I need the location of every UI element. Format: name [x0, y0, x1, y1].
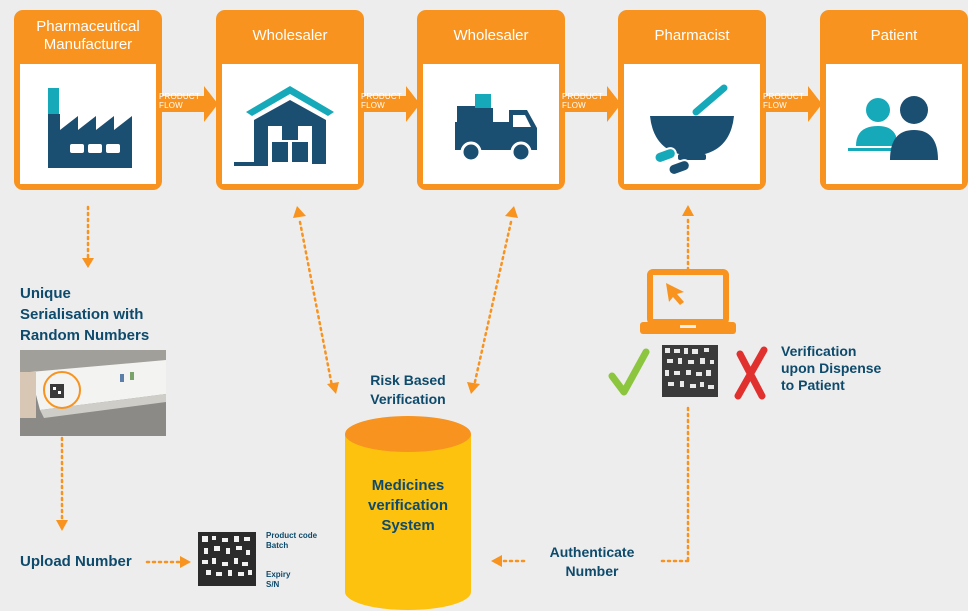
authenticate-number-label: Authenticate Number — [549, 544, 635, 579]
flow-arrow-3 — [563, 86, 621, 122]
wholesaler-title-2: Wholesaler — [453, 27, 529, 44]
wholesaler-warehouse-card: Wholesaler — [216, 10, 364, 190]
datamatrix-code-bottom — [198, 532, 256, 586]
wholesaler-truck-card: Wholesaler — [417, 10, 565, 190]
risk-based-label: Risk Based Verification — [370, 372, 446, 407]
arrowhead-down-2 — [56, 520, 68, 531]
arrowhead-right — [180, 556, 191, 568]
arrowhead-up-2 — [505, 206, 518, 218]
flow-label-2: PRODUCT FLOW — [361, 92, 402, 110]
arrowhead-down-4 — [467, 382, 480, 394]
cursor-icon — [666, 283, 684, 305]
serialisation-label: Unique Serialisation with Random Numbers — [20, 285, 150, 344]
flow-arrow-1 — [160, 86, 218, 122]
patient-consultation-icon — [826, 64, 962, 184]
medicines-database — [345, 416, 471, 610]
flow-arrow-2 — [362, 86, 420, 122]
flow-label-4: PRODUCT FLOW — [763, 92, 804, 110]
code-fields-top: Product code Batch — [266, 531, 318, 550]
code-fields-bottom: Expiry S/N — [266, 570, 291, 589]
manufacturer-card: Pharmaceutical Manufacturer — [14, 10, 162, 190]
arrowhead-up-1 — [293, 206, 306, 218]
arrowhead-left — [491, 555, 502, 567]
arrowhead-down-1 — [82, 258, 94, 268]
serialised-pack-photo — [20, 350, 166, 436]
verification-dispense-label: Verification upon Dispense to Patient — [781, 343, 882, 393]
warehouse-icon — [222, 64, 358, 184]
laptop-icon — [640, 269, 736, 334]
arrowhead-down-3 — [327, 382, 339, 394]
patient-title: Patient — [870, 27, 918, 44]
database-label: Medicines verification System — [367, 477, 449, 534]
pharmacist-card: Pharmacist — [618, 10, 766, 190]
pharmacist-title: Pharmacist — [654, 27, 730, 44]
manufacturer-title: Pharmaceutical Manufacturer — [36, 18, 140, 53]
patient-card: Patient — [820, 10, 968, 190]
check-icon — [608, 348, 650, 396]
datamatrix-code-top — [662, 345, 718, 397]
wholesaler-title-1: Wholesaler — [252, 27, 328, 44]
cross-icon — [734, 346, 768, 400]
flow-arrow-4 — [764, 86, 822, 122]
flow-label-3: PRODUCT FLOW — [562, 92, 603, 110]
upload-number-label: Upload Number — [20, 553, 132, 570]
mortar-pestle-icon — [624, 64, 760, 184]
arrowhead-up-3 — [682, 205, 694, 216]
delivery-truck-icon — [423, 64, 559, 184]
flow-label-1: PRODUCT FLOW — [159, 92, 200, 110]
factory-icon — [20, 64, 156, 184]
